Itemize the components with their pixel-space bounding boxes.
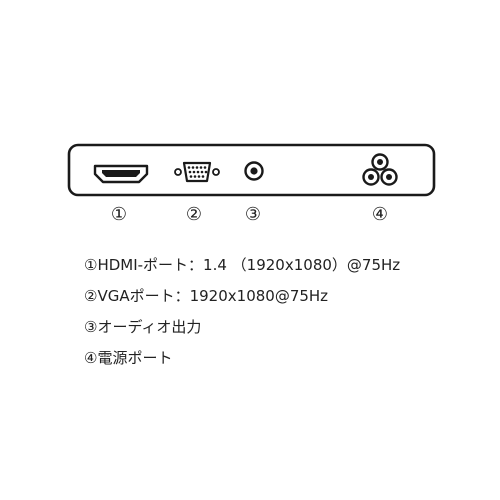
rear-panel-outline — [67, 143, 436, 197]
legend-item-power: ④電源ポート — [84, 349, 173, 367]
hdmi-port-icon — [93, 164, 149, 184]
port-legend: ①HDMI-ポート：1.4 （1920x1080）@75Hz ②VGAポート：1… — [84, 251, 400, 375]
legend-item-hdmi: ①HDMI-ポート：1.4 （1920x1080）@75Hz — [84, 256, 401, 274]
port-number-hdmi: ① — [110, 204, 128, 225]
monitor-rear-panel-diagram — [67, 143, 436, 197]
legend-item-vga: ②VGAポート：1920x1080@75Hz — [84, 287, 329, 305]
port-number-audio: ③ — [244, 204, 262, 225]
vga-port-icon — [174, 161, 220, 183]
power-port-icon — [362, 153, 398, 186]
port-number-power: ④ — [371, 204, 389, 225]
port-number-vga: ② — [185, 204, 203, 225]
audio-out-port-icon — [244, 161, 264, 181]
legend-item-audio: ③オーディオ出力 — [84, 318, 202, 336]
